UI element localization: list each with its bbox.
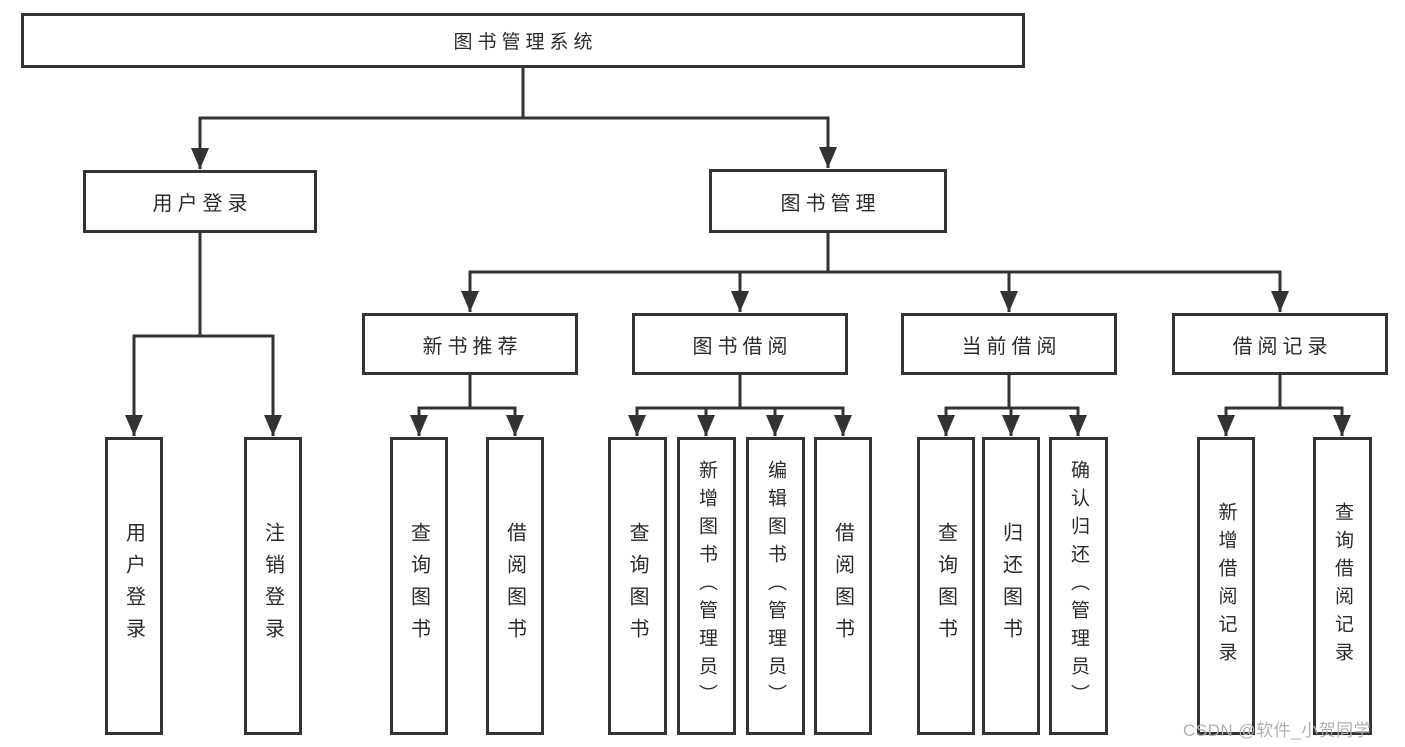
connector-borrow-records-branch	[1217, 375, 1351, 436]
node-current-borrow: 当前借阅	[901, 313, 1117, 375]
leaf-records-query: 查询借阅记录	[1313, 437, 1372, 735]
connector-book-management-branch	[461, 233, 1289, 312]
watermark: CSDN @软件_小贺同学	[1183, 721, 1372, 740]
leaf-borrow-query: 查询图书	[608, 437, 667, 735]
node-user-login: 用户登录	[83, 170, 317, 233]
connector-new-book-branch	[410, 375, 524, 436]
leaf-current-confirm-admin: 确认归还（管理员）	[1049, 437, 1108, 735]
leaf-records-add: 新增借阅记录	[1197, 437, 1255, 735]
node-book-borrow: 图书借阅	[632, 313, 848, 375]
connector-book-borrow-branch	[628, 375, 852, 436]
connector-current-borrow-branch	[937, 375, 1087, 436]
leaf-newbook-borrow: 借阅图书	[486, 437, 544, 735]
leaf-user-login: 用户登录	[105, 437, 163, 735]
connector-user-login-branch	[125, 233, 282, 436]
node-root: 图书管理系统	[21, 13, 1025, 68]
connector-root-branch	[191, 66, 837, 169]
leaf-newbook-query: 查询图书	[390, 437, 448, 735]
node-new-book-recommend: 新书推荐	[362, 313, 578, 375]
leaf-borrow-add-admin: 新增图书（管理员）	[677, 437, 736, 735]
leaf-borrow-edit-admin: 编辑图书（管理员）	[746, 437, 805, 735]
node-borrow-records: 借阅记录	[1172, 313, 1388, 375]
leaf-current-query: 查询图书	[917, 437, 975, 735]
leaf-borrow-borrow: 借阅图书	[814, 437, 872, 735]
leaf-logout: 注销登录	[244, 437, 302, 735]
node-book-management: 图书管理	[709, 169, 947, 233]
leaf-current-return: 归还图书	[982, 437, 1040, 735]
